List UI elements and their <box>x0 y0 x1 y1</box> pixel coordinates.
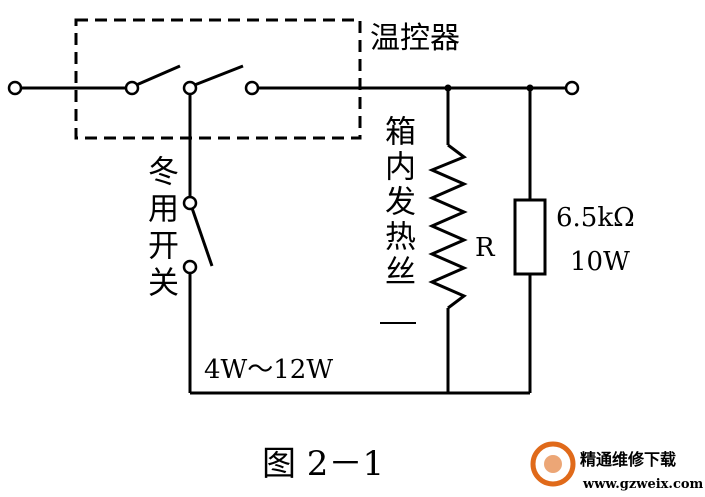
winter-switch-label: 冬用开关 <box>142 155 179 303</box>
watermark-url: www.gzweix.com <box>582 477 704 492</box>
resistor-value-label: 6.5kΩ <box>556 203 635 233</box>
thermostat-switch-blade-1 <box>133 64 181 88</box>
thermostat-switch-blade-2 <box>191 64 244 88</box>
figure-caption: 图 2－1 <box>262 444 384 484</box>
resistor-body <box>513 198 547 276</box>
resistor-name-label: R <box>475 233 496 263</box>
watermark-name: 精通维修下载 <box>580 450 676 469</box>
power-range-label: 4W～12W <box>204 355 333 385</box>
watermark-logo-icon <box>530 441 576 487</box>
terminal-input-left <box>7 80 23 96</box>
thermostat-label: 温控器 <box>370 21 460 56</box>
junction-dot-heater <box>444 84 452 92</box>
heating-wire-zigzag <box>428 143 468 310</box>
thermostat-contact-1 <box>124 80 140 96</box>
thermostat-contact-2 <box>182 80 198 96</box>
winter-switch-contact-bottom <box>182 259 198 275</box>
heating-wire-label: 箱内发热丝 <box>379 115 416 290</box>
terminal-output-right <box>564 80 580 96</box>
thermostat-contact-3 <box>244 80 260 96</box>
winter-switch-blade <box>190 207 214 267</box>
junction-dot-resistor <box>526 84 534 92</box>
watermark: 精通维修下载 www.gzweix.com <box>530 441 704 492</box>
resistor-power-label: 10W <box>570 247 630 277</box>
watermark-logo-inner <box>544 455 562 473</box>
winter-switch-contact-top <box>182 195 198 211</box>
thermostat-enclosure <box>74 18 362 140</box>
